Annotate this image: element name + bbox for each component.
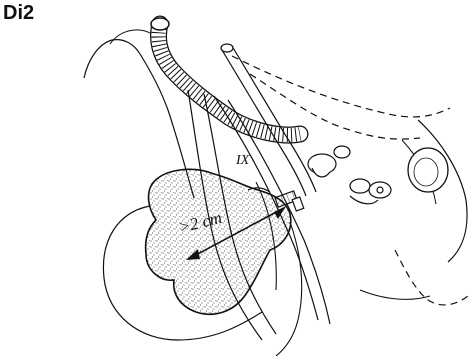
upper-contour — [110, 30, 152, 44]
lower-dashed — [395, 250, 468, 305]
nerve-label: IX — [235, 153, 250, 168]
ossicles — [308, 146, 391, 204]
cranial-base-dashed — [232, 56, 450, 117]
artery-opening — [151, 18, 169, 30]
